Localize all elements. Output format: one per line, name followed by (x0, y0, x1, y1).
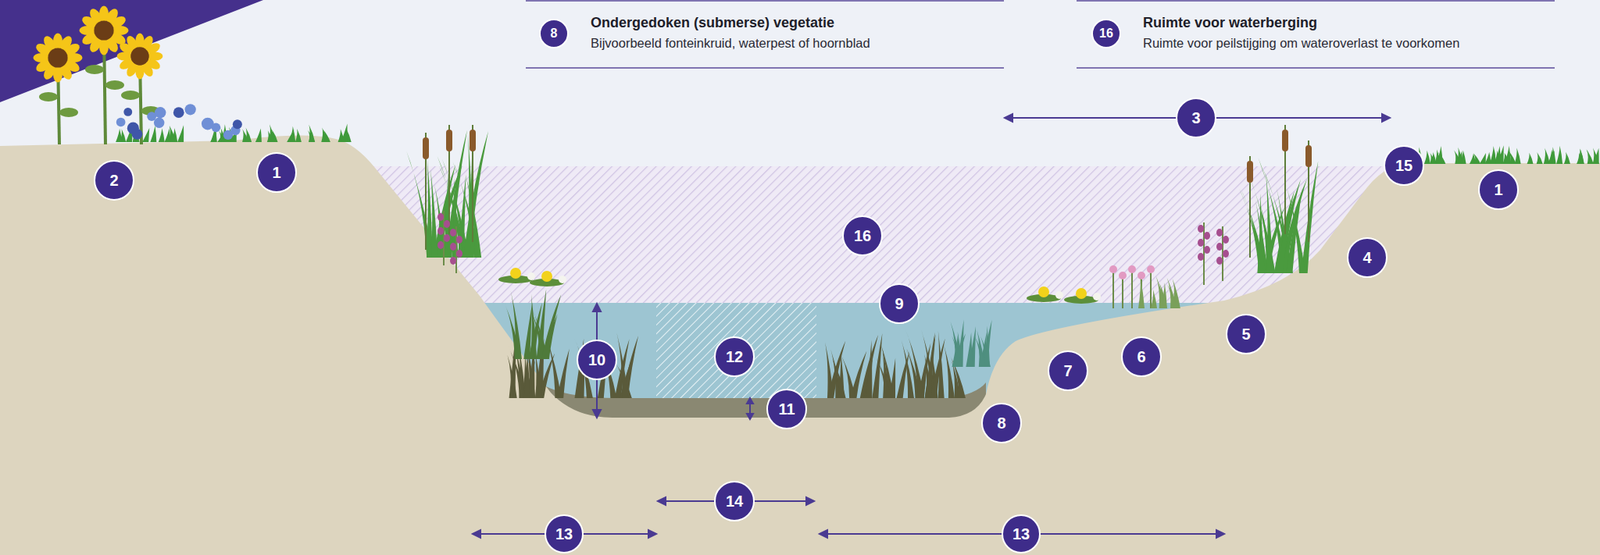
callout-number: 5 (1225, 314, 1267, 355)
callout-number: 11 (766, 389, 808, 430)
callout-number: 16 (842, 215, 883, 257)
callout-number: 16 (1091, 18, 1122, 49)
callout-number: 1 (1478, 169, 1519, 211)
entry-heading: Ruimte voor waterberging (1142, 14, 1460, 32)
callout-number: 9 (878, 283, 920, 325)
callout-number: 12 (714, 336, 755, 378)
callout-number: 3 (1175, 97, 1217, 139)
entry-body: Ruimte voor peilstijging om wateroverlas… (1142, 34, 1460, 52)
ground (0, 135, 1600, 555)
vegetation (33, 6, 1600, 400)
callout-number: 8 (539, 18, 569, 49)
callout-number: 4 (1346, 237, 1388, 279)
entry-body: Bijvoorbeeld fonteinkruid, waterpest of … (590, 34, 871, 52)
legend-entry: Ruimte voor waterbergingRuimte voor peil… (1142, 14, 1460, 52)
callout-number: 10 (576, 339, 618, 381)
callout-number: 15 (1383, 145, 1425, 186)
callout-number: 8 (981, 403, 1022, 444)
callout-number: 13 (1001, 514, 1041, 554)
entry-heading: Ondergedoken (submerse) vegetatie (590, 14, 871, 32)
callout-number: 2 (93, 160, 135, 201)
callout-number: 13 (544, 514, 584, 554)
open-water-zone (656, 303, 817, 399)
callout-number: 1 (256, 152, 297, 193)
legend-entry: Ondergedoken (submerse) vegetatieBijvoor… (590, 14, 871, 52)
header-rules (525, 0, 1555, 68)
callout-number: 14 (714, 481, 755, 522)
dimension-arrows (472, 114, 1390, 539)
callout-number: 7 (1047, 350, 1089, 392)
corner-band (0, 0, 264, 103)
callout-number: 6 (1121, 336, 1162, 378)
